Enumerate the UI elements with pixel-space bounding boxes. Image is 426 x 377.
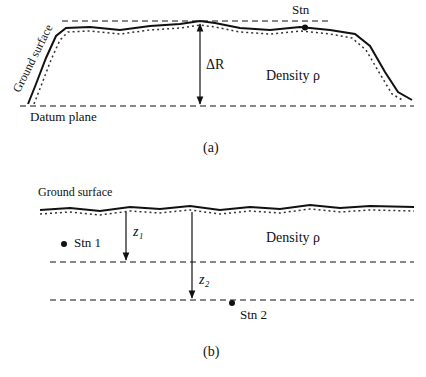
density-label: Density ρ [266, 68, 320, 83]
dimension-label: ΔR [206, 57, 224, 72]
ground-hatching [40, 209, 414, 215]
reference-dashed-line [62, 21, 330, 22]
depth-arrow [125, 212, 126, 260]
panel-label: (a) [203, 140, 219, 155]
station-label: Stn [292, 3, 309, 17]
station-dot [229, 300, 235, 306]
station-dot [302, 25, 308, 31]
datum-line [20, 106, 414, 107]
depth-label: z₁ [133, 224, 143, 239]
station-label: Stn 1 [74, 236, 101, 250]
station-dot [61, 241, 67, 247]
panel-label: (b) [203, 344, 219, 359]
height-arrow [199, 24, 200, 104]
depth-dashed-line [50, 262, 414, 263]
surface-label: Ground surface [38, 186, 112, 199]
station-label: Stn 2 [240, 308, 267, 322]
depth-label: z₂ [199, 272, 209, 287]
datum-label: Datum plane [30, 110, 97, 124]
ground-hatching [34, 25, 404, 104]
depth-arrow [191, 212, 192, 298]
density-label: Density ρ [266, 230, 320, 245]
surface-label: Ground surface [10, 23, 55, 95]
ground-profile [40, 205, 414, 211]
ground-profile [28, 21, 412, 104]
